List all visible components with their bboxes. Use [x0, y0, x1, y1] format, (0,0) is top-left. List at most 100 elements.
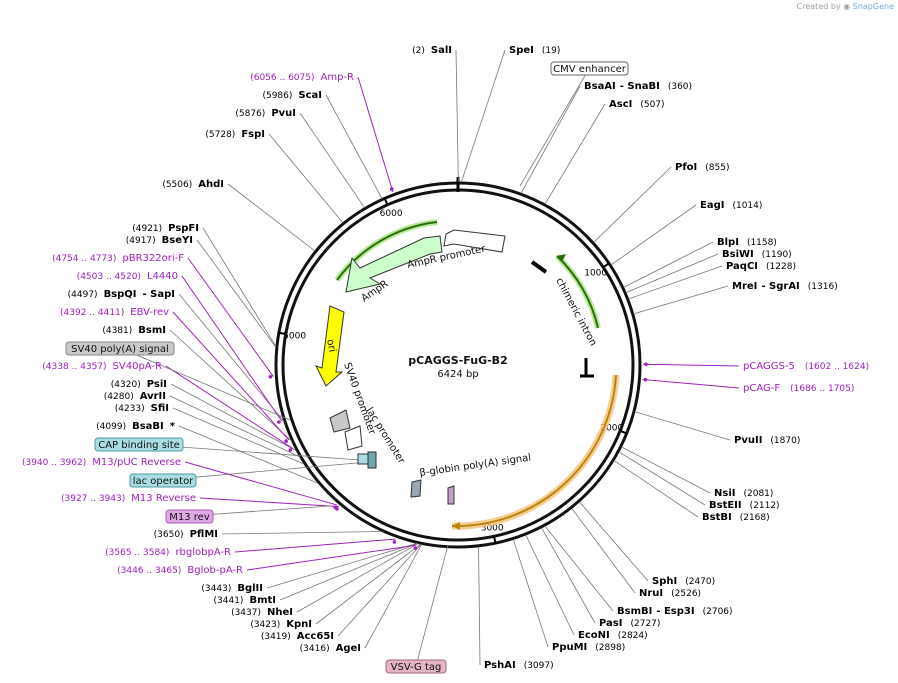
site-label-bsmbi[interactable]: BsmBI- Esp3I(2706)	[617, 606, 733, 617]
site-label-spei[interactable]: SpeI(19)	[509, 45, 560, 56]
site-label-nrui[interactable]: NruI(2526)	[639, 588, 701, 599]
primer-label[interactable]: (4754 .. 4773)pBR322ori-F	[52, 253, 184, 264]
site-label-nsii[interactable]: NsiI(2081)	[714, 488, 773, 499]
site-label-bmti[interactable]: (3441)BmtI	[214, 595, 276, 606]
terminator-mark-2	[580, 358, 594, 378]
site-label-sali[interactable]: (2)SalI	[412, 45, 452, 56]
primer-label[interactable]: (4338 .. 4357)SV40pA-R	[42, 361, 162, 372]
beta-globin-box[interactable]	[410, 479, 422, 498]
site-leader-line	[279, 543, 418, 601]
primer-label[interactable]: (4392 .. 4411)EBV-rev	[60, 307, 169, 318]
snapgene-branding: Created by ◉ SnapGene	[797, 2, 894, 11]
feature-box-cap_binding[interactable]	[94, 437, 184, 452]
primer-leader-line	[181, 275, 283, 422]
sv40-promoter-box[interactable]	[329, 409, 351, 433]
site-label-econi[interactable]: EcoNI(2824)	[578, 630, 648, 641]
primer-label[interactable]: (3927 .. 3943)M13 Reverse	[61, 493, 196, 504]
primer-label[interactable]: (3940 .. 3962)M13/pUC Reverse	[22, 457, 181, 468]
site-label-pvui[interactable]: (5876)PvuI	[235, 108, 296, 119]
site-label-acc65i[interactable]: (3419)Acc65I	[261, 631, 334, 642]
site-label-asci[interactable]: AscI(507)	[609, 99, 665, 110]
primer-label[interactable]: (3565 .. 3584)rbglobpA-R	[105, 547, 231, 558]
site-leader-line	[455, 49, 459, 183]
feature-box-sv40_polya[interactable]	[65, 341, 175, 356]
chimeric-intron-line	[556, 255, 599, 329]
primer-label[interactable]: (3446 .. 3465)Bglob-pA-R	[117, 565, 243, 576]
feature-box-label-cmv_enhancer: CMV enhancer	[553, 64, 627, 75]
site-labels: (2)SalI SpeI(19) BsaAI- SnaBI(360) AscI(507…	[22, 45, 869, 674]
ampr-feature-arrow[interactable]	[345, 235, 443, 293]
site-label-pfoi[interactable]: PfoI(855)	[675, 162, 729, 173]
site-label-ppumi[interactable]: PpuMI(2898)	[552, 642, 625, 653]
primer-label[interactable]: (6056 .. 6075)Amp-R	[250, 72, 354, 83]
primer-label[interactable]: pCAGGS-5(1602 .. 1624)	[743, 361, 869, 372]
site-label-kpni[interactable]: (3423)KpnI	[250, 619, 312, 630]
site-label-paqci[interactable]: PaqCI(1228)	[726, 261, 796, 272]
tick-label: 5000	[283, 332, 306, 342]
site-label-nhei[interactable]: (3437)NheI	[231, 607, 293, 618]
snapgene-logo-icon: ◉	[843, 2, 851, 11]
site-leader-line	[633, 285, 729, 315]
primer-leader-line	[199, 497, 339, 508]
tick-label: 6000	[380, 209, 403, 219]
primer-site-mark	[268, 374, 273, 379]
site-label-bsabi[interactable]: (4099)BsaBI*	[96, 421, 176, 432]
lac-operator-mark[interactable]	[367, 451, 377, 469]
primer-label[interactable]: pCAG-F(1686 .. 1705)	[743, 383, 854, 394]
primer-leader-line	[184, 461, 338, 506]
primer-leader-line	[187, 257, 274, 377]
site-label-avrii[interactable]: (4280)AvrII	[104, 391, 166, 402]
site-label-blpi[interactable]: BlpI(1158)	[717, 237, 777, 248]
site-leader-line	[579, 501, 649, 582]
site-label-bsteii[interactable]: BstEII(2112)	[709, 500, 780, 511]
site-label-ahdi[interactable]: (5506)AhdI	[162, 179, 224, 190]
vsvg-small-mark[interactable]	[447, 485, 455, 505]
feature-box-cmv_enhancer[interactable]	[550, 61, 629, 76]
site-label-pvuii[interactable]: PvuII(1870)	[734, 435, 800, 446]
site-label-eagi[interactable]: EagI(1014)	[700, 200, 762, 211]
site-label-pasi[interactable]: PasI(2727)	[599, 618, 660, 629]
site-label-fspi[interactable]: (5728)FspI	[205, 129, 265, 140]
tick-label: 2000	[600, 423, 623, 433]
site-label-bseyi[interactable]: (4917)BseYI	[126, 235, 193, 246]
site-leader-line	[623, 241, 714, 288]
site-label-bglii[interactable]: (3443)BglII	[201, 583, 263, 594]
site-label-sfii[interactable]: (4233)SfiI	[115, 403, 169, 414]
site-leader-line	[621, 446, 711, 494]
feature-box-lac_operator[interactable]	[129, 473, 197, 488]
primer-site-mark	[335, 507, 339, 511]
site-label-pshai[interactable]: PshAI(3097)	[484, 660, 554, 671]
site-label-pspfi[interactable]: (4921)PspFI	[132, 223, 199, 234]
tick-mark	[277, 331, 285, 335]
ori-arrow[interactable]	[315, 305, 345, 387]
site-leader-line	[525, 534, 575, 636]
site-label-mrei[interactable]: MreI- SgrAI(1316)	[732, 281, 838, 292]
lac-promoter-arrow[interactable]	[344, 425, 363, 451]
cap-binding-mark[interactable]	[357, 453, 369, 465]
site-leader-line	[634, 411, 731, 441]
site-leader-line	[628, 265, 723, 300]
site-leader-line	[337, 543, 422, 637]
beta-globin-label: β-globin poly(A) signal	[419, 452, 532, 479]
site-label-pflmi[interactable]: (3650)PflMI	[154, 529, 218, 540]
site-label-bsmi[interactable]: (4381)BsmI	[102, 325, 166, 336]
feature-box-vsvg_tag[interactable]	[385, 659, 447, 674]
vsvg-cds-arrowhead	[452, 522, 460, 530]
site-label-bspqi[interactable]: (4497)BspQI- SapI	[68, 289, 175, 300]
site-label-bstbi[interactable]: BstBI(2168)	[702, 512, 770, 523]
primer-site-mark	[643, 377, 648, 382]
site-label-psii[interactable]: (4320)PsiI	[111, 379, 167, 390]
ampr-promoter-arrow[interactable]	[443, 229, 506, 253]
site-label-bsaai[interactable]: BsaAI- SnaBI(360)	[584, 81, 692, 92]
feature-box-m13_rev[interactable]	[165, 509, 214, 524]
site-label-agei[interactable]: (3416)AgeI	[300, 643, 361, 654]
site-label-bsiwi[interactable]: BsiWI(1190)	[722, 249, 792, 260]
site-leader-line	[169, 395, 300, 458]
site-label-sphi[interactable]: SphI(2470)	[652, 576, 715, 587]
tick-mark	[383, 197, 389, 205]
primer-label[interactable]: (4503 .. 4520)L4440	[77, 271, 178, 282]
vsvg-cds-line	[451, 374, 617, 528]
site-label-scai[interactable]: (5986)ScaI	[262, 90, 322, 101]
site-leader-line	[625, 253, 719, 293]
site-leader-line	[266, 542, 418, 589]
